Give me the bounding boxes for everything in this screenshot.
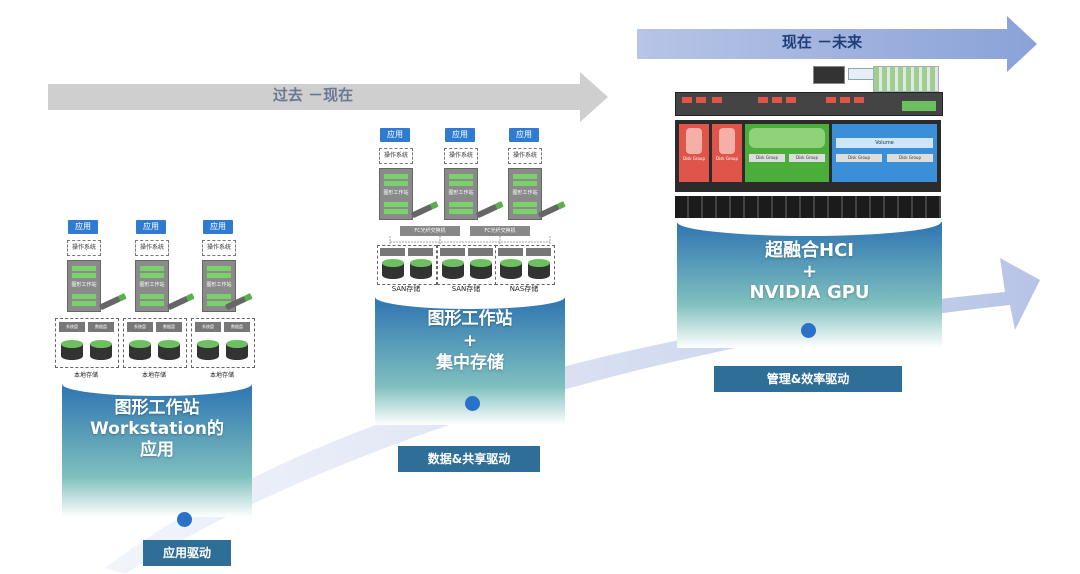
stage1-cylinder [62, 372, 252, 517]
stage3-title-line3: NVIDIA GPU [749, 282, 870, 303]
app-box: 应用 [509, 128, 539, 142]
stage1-title-line2: Workstation的 [90, 419, 224, 439]
storage-label: 本地存储 [209, 372, 234, 379]
os-box: 操作系统 [135, 240, 169, 256]
hci-architecture: Disk Group Disk Group Disk Group Disk Gr… [673, 62, 943, 220]
stage2-title: 图形工作站 + 集中存储 [375, 308, 565, 374]
app-box: 应用 [136, 220, 166, 234]
local-storage-box: 系统盘 数据盘 [55, 318, 119, 368]
disk-icon [500, 259, 550, 279]
storage-label: 本地存储 [73, 372, 98, 379]
workstation-label: 图形工作站 [448, 190, 474, 196]
mini-label: 系统盘 [195, 322, 221, 332]
app-box: 应用 [445, 128, 475, 142]
past-present-label: 过去 －现在 [272, 86, 354, 104]
workstation-label: 图形工作站 [383, 190, 409, 196]
disk-group-label: Disk Group [836, 154, 882, 162]
storage-label: SAN存储 [451, 285, 481, 293]
stage1-title: 图形工作站 Workstation的 应用 [62, 398, 252, 461]
device-icon [848, 68, 874, 80]
stage1-driver-label: 应用驱动 [143, 540, 231, 566]
server-row [675, 196, 941, 218]
san-links [389, 236, 551, 248]
stage2-title-line1: 图形工作站 [427, 309, 513, 329]
present-future-label: 现在 －未来 [781, 33, 863, 51]
server-rack-icon [873, 66, 939, 92]
gpu-card-icon [166, 295, 190, 311]
stage1-marker [177, 512, 192, 527]
workstation-tower: 图形工作站 [379, 168, 413, 220]
san-storage-box [377, 245, 437, 285]
mini-label: 数据盘 [224, 322, 250, 332]
nas-storage-box [495, 245, 555, 285]
hci-green-block: Disk Group Disk Group [745, 124, 829, 182]
hci-red-block: Disk Group [712, 124, 742, 182]
stage1-workstations: 应用 操作系统 图形工作站 系统盘 数据盘 本地存储 应用 操作系统 [55, 210, 255, 380]
workstation-tower: 图形工作站 [135, 260, 169, 312]
disk-group-label: Disk Group [789, 154, 825, 162]
disk-icon [382, 259, 432, 279]
os-box: 操作系统 [67, 240, 101, 256]
gpu-card-icon [475, 203, 499, 219]
stage2-driver-label: 数据&共享驱动 [398, 446, 540, 472]
san-storage-box [437, 245, 497, 285]
stage2-marker [465, 396, 480, 411]
stage1-title-line1: 图形工作站 [114, 398, 200, 418]
local-storage-box: 系统盘 数据盘 [191, 318, 255, 368]
disk-group-label: Disk Group [887, 154, 933, 162]
disk-group-label: Disk Group [682, 156, 706, 161]
monitor-icon [813, 66, 845, 84]
stage3-title-line1: 超融合HCI [765, 240, 854, 261]
past-present-arrow [48, 72, 608, 122]
os-box: 操作系统 [444, 148, 478, 164]
workstation-tower: 图形工作站 [508, 168, 542, 220]
workstation-label: 图形工作站 [139, 282, 165, 288]
fc-switch: FC光纤交换机 [400, 226, 460, 236]
stage2-title-line3: 集中存储 [436, 353, 504, 373]
storage-label: SAN存储 [391, 285, 421, 293]
storage-pool-panel: Disk Group Disk Group Disk Group Disk Gr… [675, 120, 941, 192]
disk-icon [442, 259, 492, 279]
gpu-card-icon [410, 203, 434, 219]
hci-red-block: Disk Group [679, 124, 709, 182]
workstation-tower: 图形工作站 [202, 260, 236, 312]
mini-label: 系统盘 [59, 322, 85, 332]
disk-icon [197, 340, 248, 360]
storage-label: NAS存储 [509, 285, 539, 293]
os-box: 操作系统 [202, 240, 236, 256]
hci-blue-block: Volume Disk Group Disk Group [832, 124, 937, 182]
app-box: 应用 [203, 220, 233, 234]
present-future-arrow [637, 16, 1037, 72]
stage1-title-line3: 应用 [140, 440, 174, 460]
mini-label: 数据盘 [88, 322, 114, 332]
app-box: 应用 [68, 220, 98, 234]
os-box: 操作系统 [508, 148, 542, 164]
stage2-title-line2: + [462, 331, 478, 351]
local-storage-box: 系统盘 数据盘 [123, 318, 187, 368]
disk-group-label: Disk Group [749, 154, 785, 162]
workstation-label: 图形工作站 [206, 282, 232, 288]
mini-label: 系统盘 [127, 322, 153, 332]
workstation-tower: 图形工作站 [67, 260, 101, 312]
os-box: 操作系统 [379, 148, 413, 164]
stage3-driver-label: 管理&效率驱动 [714, 366, 902, 392]
disk-group-label: Disk Group [715, 156, 739, 161]
stage3-marker [801, 323, 816, 338]
storage-label: 本地存储 [141, 372, 166, 379]
gpu-card-icon [98, 295, 122, 311]
disk-icon [61, 340, 112, 360]
stage2-workstations: 应用 操作系统 图形工作站 应用 操作系统 图形工作站 应用 操作系统 图形工作… [370, 122, 570, 292]
stage3-title: 超融合HCI + NVIDIA GPU [677, 240, 942, 303]
fc-switch: FC光纤交换机 [470, 226, 530, 236]
workstation-label: 图形工作站 [71, 282, 97, 288]
workstation-label: 图形工作站 [512, 190, 538, 196]
gpu-cluster-bar [675, 92, 943, 116]
app-box: 应用 [380, 128, 410, 142]
disk-icon [129, 340, 180, 360]
stage3-title-line2: + [801, 261, 818, 282]
mini-label: 数据盘 [156, 322, 182, 332]
volume-label: Volume [836, 138, 933, 148]
workstation-tower: 图形工作站 [444, 168, 478, 220]
